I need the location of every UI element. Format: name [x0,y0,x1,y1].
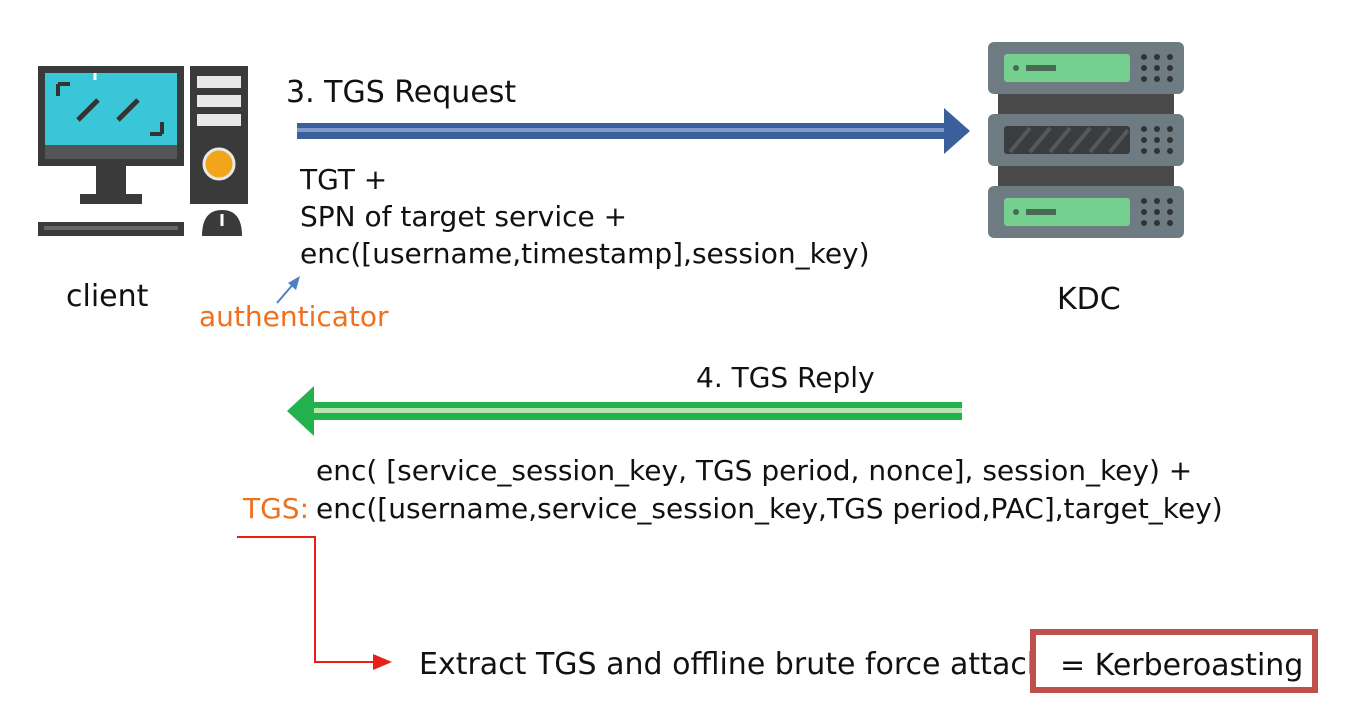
request-line-tgt: TGT + [300,163,388,196]
reply-line-session: enc( [service_session_key, TGS period, n… [316,454,1193,487]
request-line-spn: SPN of target service + [300,200,628,233]
attack-description: Extract TGS and offline brute force atta… [419,647,1045,682]
request-line-authenticator: enc([username,timestamp],session_key) [300,237,870,270]
tgs-request-title: 3. TGS Request [286,75,517,110]
client-label: client [66,279,149,314]
kerberoasting-label: = Kerberoasting [1060,648,1304,683]
tgs-request-arrow [297,108,970,154]
tgs-reply-arrow [287,386,962,436]
reply-line-ticket: enc([username,service_session_key,TGS pe… [316,492,1223,525]
tgs-reply-title: 4. TGS Reply [696,361,875,394]
kerberoasting-box: = Kerberoasting [1030,629,1318,693]
tgs-label: TGS: [243,492,310,525]
authenticator-pointer-arrow [276,276,300,304]
authenticator-label: authenticator [199,300,389,333]
kdc-label: KDC [1057,282,1121,317]
tgs-extract-connector [237,536,392,670]
